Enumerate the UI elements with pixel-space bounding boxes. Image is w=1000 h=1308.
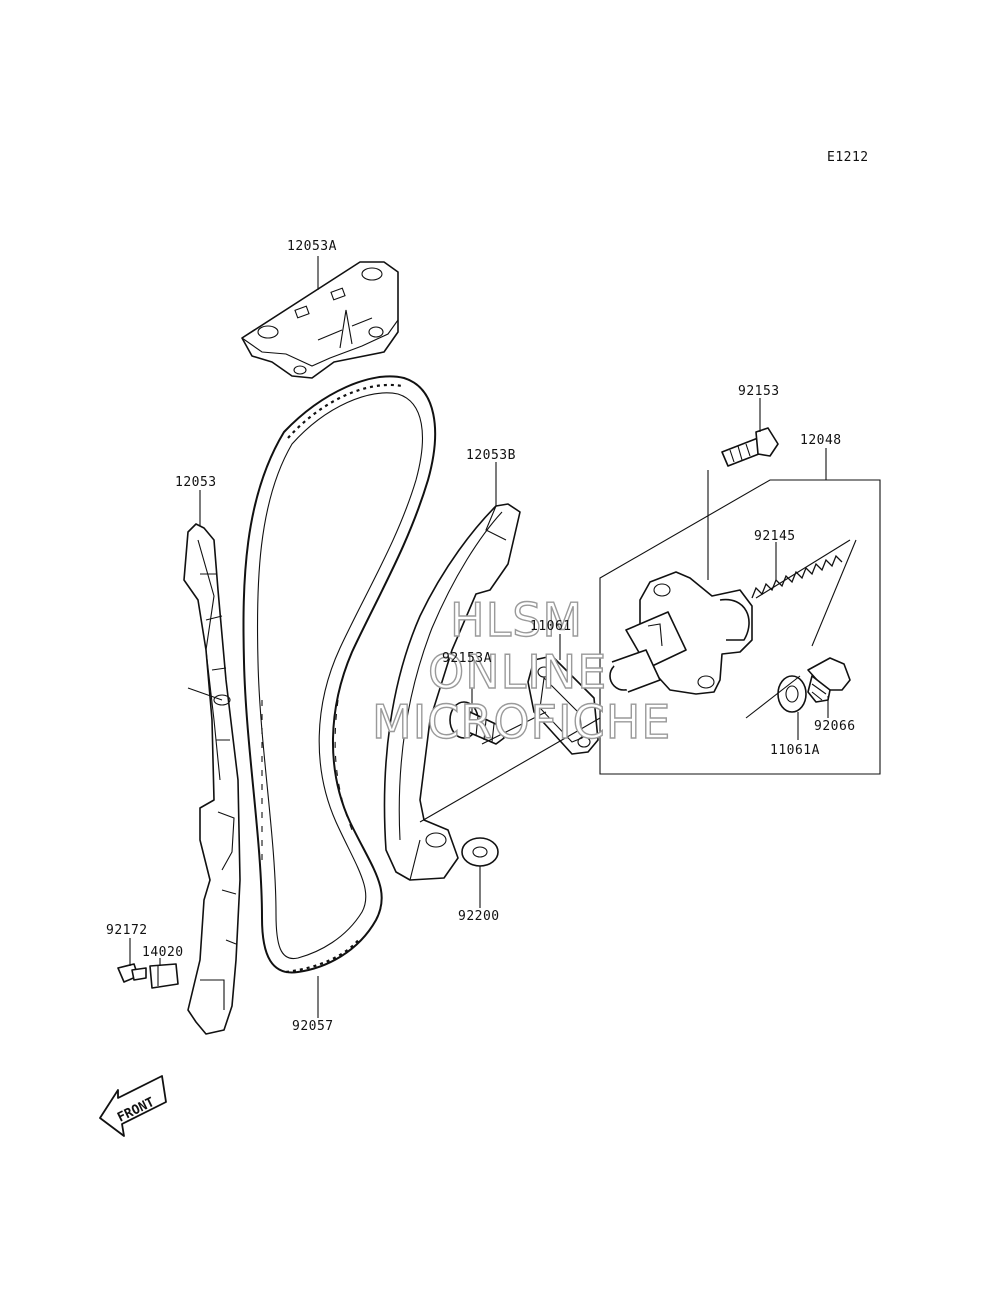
label-12053B[interactable]: 12053B — [466, 448, 516, 463]
rear-chain-guide[interactable] — [383, 503, 521, 881]
front-chain-guide[interactable] — [183, 523, 241, 1035]
clip[interactable] — [149, 963, 179, 989]
watermark-line-2: ONLINE — [428, 645, 607, 699]
label-92066[interactable]: 92066 — [814, 719, 856, 734]
cam-chain-tensioner-assembly[interactable] — [609, 571, 753, 695]
cap-gasket[interactable] — [777, 675, 807, 713]
chain-links-upper — [287, 383, 403, 439]
label-92153A[interactable]: 92153A — [442, 651, 492, 666]
label-11061[interactable]: 11061 — [530, 619, 572, 634]
tensioner-assembly-box — [599, 479, 881, 775]
chain-links-lower — [285, 937, 361, 974]
label-12053A[interactable]: 12053A — [287, 239, 337, 254]
tensioner-cap-bolt[interactable] — [807, 657, 851, 703]
cam-chain[interactable] — [242, 375, 437, 974]
watermark: HLSM ONLINE MICROFICHE — [371, 592, 671, 749]
upper-chain-guide[interactable] — [241, 261, 399, 379]
label-92145[interactable]: 92145 — [754, 529, 796, 544]
label-92057[interactable]: 92057 — [292, 1019, 334, 1034]
diagram-code: E1212 — [827, 150, 869, 165]
washer[interactable] — [461, 837, 499, 867]
guide-pivot-bolt[interactable] — [449, 701, 505, 745]
label-12048[interactable]: 12048 — [800, 433, 842, 448]
tensioner-spring[interactable] — [751, 539, 851, 599]
label-11061A[interactable]: 11061A — [770, 743, 820, 758]
label-92200[interactable]: 92200 — [458, 909, 500, 924]
label-12053[interactable]: 12053 — [175, 475, 217, 490]
watermark-line-1: HLSM — [450, 593, 583, 647]
watermark-line-3: MICROFICHE — [372, 695, 671, 749]
label-92153[interactable]: 92153 — [738, 384, 780, 399]
label-92172[interactable]: 92172 — [106, 923, 148, 938]
tensioner-bolt[interactable] — [721, 427, 779, 467]
front-arrow: FRONT — [99, 1075, 167, 1137]
label-14020[interactable]: 14020 — [142, 945, 184, 960]
leader-lines — [129, 256, 857, 1018]
part-labels: 12053A 92153 12048 12053B 12053 92145 11… — [106, 239, 856, 1034]
screw[interactable] — [117, 963, 147, 983]
